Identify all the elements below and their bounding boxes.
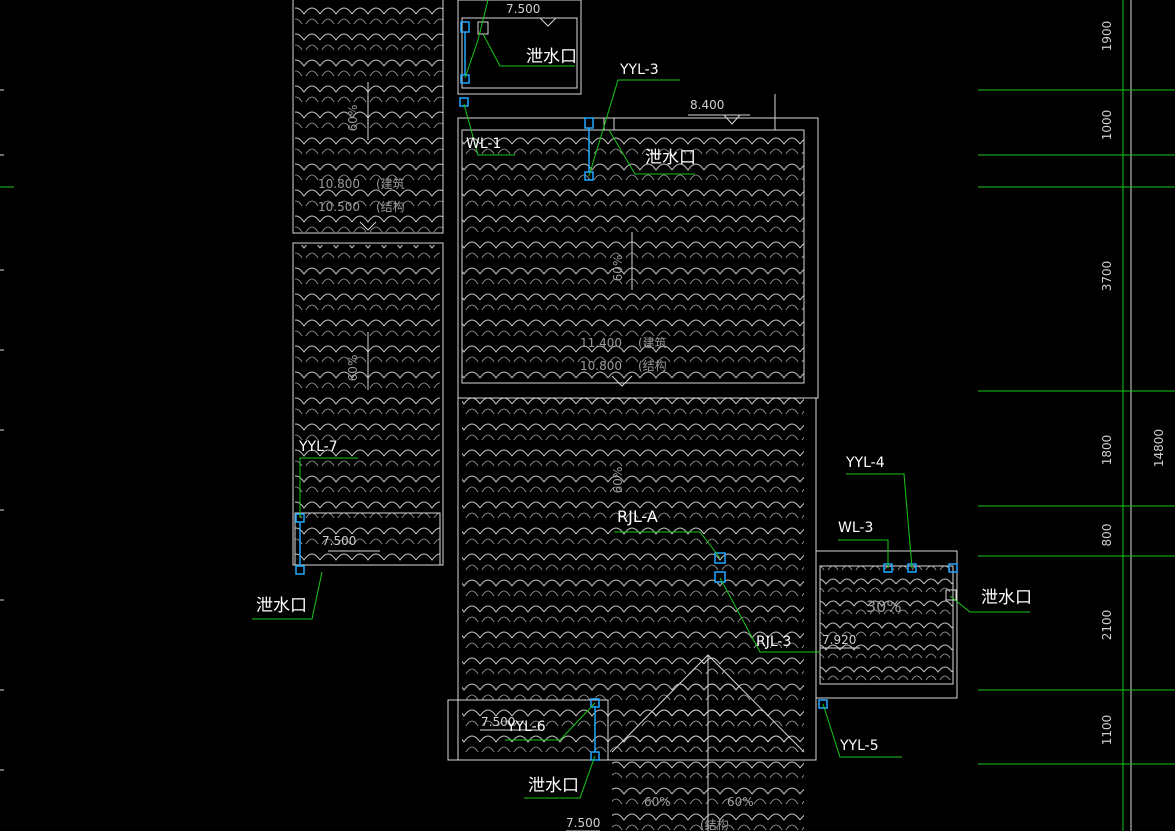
level-left-low: 7.500 <box>322 534 356 548</box>
level-top: 7.500 <box>506 2 540 16</box>
note-bottom-struct-tag: (结构 <box>700 817 729 831</box>
dim-1000: 1000 <box>1100 110 1114 141</box>
note-left-struct-tag: (结构 <box>376 199 405 214</box>
level-middle: 8.400 <box>690 98 724 112</box>
dim-1900: 1900 <box>1100 21 1114 52</box>
label-yyl-7[interactable]: YYL-7 <box>298 439 338 455</box>
label-wl-3[interactable]: WL-3 <box>838 520 873 536</box>
dim-3700: 3700 <box>1100 261 1114 292</box>
note-left-arch-tag: (建筑 <box>376 176 405 191</box>
label-outlet-center[interactable]: 泄水口 <box>645 148 696 168</box>
slope-bottom-left: 60% <box>644 795 671 809</box>
label-rjl-a[interactable]: RJL-A <box>617 507 658 526</box>
roof-left-lower <box>292 242 444 566</box>
roof-right-wing <box>815 550 958 699</box>
level-markers <box>328 17 860 831</box>
left-edge-ticks <box>0 89 4 771</box>
roof-center-lower <box>457 397 817 761</box>
slope-center-lower: 60% <box>611 467 625 494</box>
slope-left-lower: 60% <box>346 355 360 382</box>
label-yyl-3[interactable]: YYL-3 <box>619 62 659 78</box>
label-yyl-6[interactable]: YYL-6 <box>506 719 546 735</box>
note-center-arch-tag: (建筑 <box>638 335 667 350</box>
level-bottom: 7.500 <box>566 816 600 830</box>
dim-1800: 1800 <box>1100 435 1114 466</box>
slope-center-upper: 60% <box>611 255 625 282</box>
note-left-struct: 10.500 <box>318 200 360 214</box>
dim-2100: 2100 <box>1100 610 1114 641</box>
slope-left-upper: 60% <box>346 105 360 132</box>
label-wl-1[interactable]: WL-1 <box>466 136 501 152</box>
label-outlet-left[interactable]: 泄水口 <box>256 596 307 616</box>
note-center-arch: 11.400 <box>580 336 622 350</box>
label-outlet-top[interactable]: 泄水口 <box>526 47 577 67</box>
note-center-struct: 10.800 <box>580 359 622 373</box>
roof-bottom-wing <box>447 654 805 831</box>
label-outlet-bottom[interactable]: 泄水口 <box>528 776 579 796</box>
dim-total: 14800 <box>1152 429 1166 467</box>
label-outlet-right[interactable]: 泄水口 <box>981 588 1032 608</box>
label-yyl-4[interactable]: YYL-4 <box>845 455 885 471</box>
note-center-struct-tag: (结构 <box>638 358 667 373</box>
roof-center-upper <box>457 117 819 399</box>
slope-right-wing: 30% <box>866 597 902 616</box>
slope-bottom-right: 60% <box>727 795 754 809</box>
note-left-arch: 10.800 <box>318 177 360 191</box>
label-rjl-3[interactable]: RJL-3 <box>756 634 791 650</box>
pipe-risers <box>295 21 958 761</box>
dim-800: 800 <box>1100 524 1114 547</box>
dim-1100: 1100 <box>1100 715 1114 746</box>
leader-lines <box>252 0 1030 799</box>
label-yyl-5[interactable]: YYL-5 <box>839 738 879 754</box>
roof-left-upper <box>292 0 444 234</box>
level-bottom-left: 7.500 <box>481 715 515 729</box>
level-right: 7.920 <box>822 633 856 647</box>
